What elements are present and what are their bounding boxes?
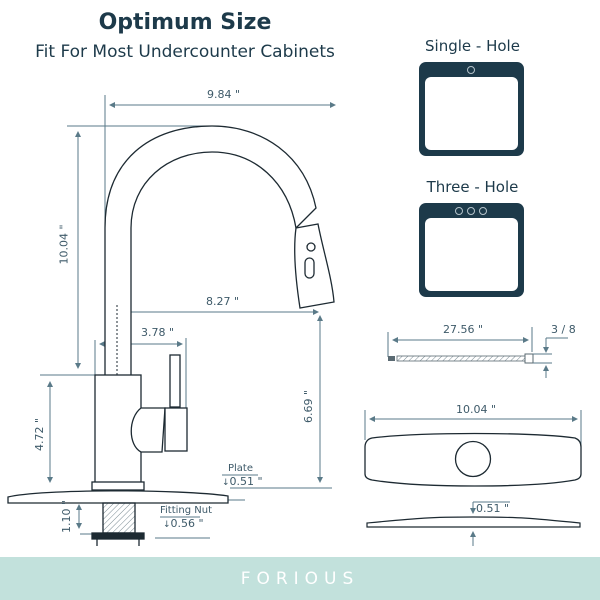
dim-height-total: 10.04 " <box>57 224 71 265</box>
dim-fitting-nut: ↓0.56 " <box>163 517 204 530</box>
fitting-nut-label: Fitting Nut <box>160 505 213 516</box>
dim-hose-connector: 3 / 8 <box>551 323 576 336</box>
single-hole-sink-icon <box>419 62 524 156</box>
dim-deck-width: 10.04 " <box>456 403 497 416</box>
dim-spout-height: 6.69 " <box>302 389 316 424</box>
dim-deck-thickness: 0.51 " <box>476 502 510 515</box>
dim-width-total: 9.84 " <box>207 88 241 101</box>
faucet-drawing <box>7 125 335 546</box>
dim-shank-length: 1.10 " <box>60 499 74 534</box>
deck-plate-drawing <box>364 410 582 546</box>
hose-drawing <box>387 327 568 378</box>
plate-label: Plate <box>228 463 254 474</box>
dim-spout-reach: 8.27 " <box>206 295 240 308</box>
dim-base-height: 4.72 " <box>33 417 47 452</box>
page-title: Optimum Size <box>98 10 272 35</box>
dim-handle-reach: 3.78 " <box>141 326 175 339</box>
brand-logo: FORIOUS <box>240 568 360 589</box>
three-hole-sink-icon <box>419 203 524 297</box>
three-hole-label: Three - Hole <box>426 178 519 196</box>
brand-footer: FORIOUS <box>0 557 600 600</box>
dim-plate-thickness: ↓0.51 " <box>222 475 263 488</box>
dim-hose-length: 27.56 " <box>443 323 484 336</box>
page-subtitle: Fit For Most Undercounter Cabinets <box>35 42 335 62</box>
single-hole-label: Single - Hole <box>425 37 520 55</box>
